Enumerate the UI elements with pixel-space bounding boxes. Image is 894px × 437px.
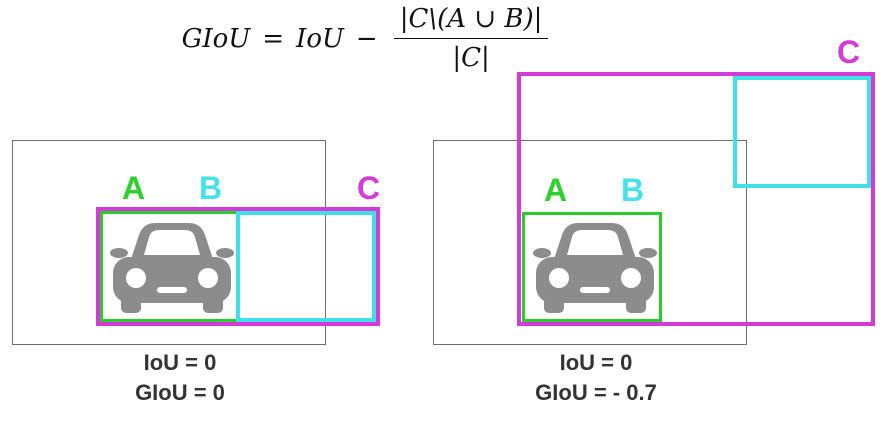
left-label-a: A bbox=[122, 170, 146, 206]
left-iou-value: IoU = 0 bbox=[143, 350, 217, 375]
left-box-c bbox=[96, 207, 380, 326]
giou-formula: GIoU = IoU − |C\(A ∪ B)| |C| bbox=[0, 4, 730, 73]
formula-denominator: |C| bbox=[452, 43, 490, 73]
formula-numerator: |C\(A ∪ B)| bbox=[393, 4, 549, 39]
left-image-frame bbox=[12, 140, 326, 345]
formula-equals: = bbox=[262, 23, 285, 54]
formula-lhs: GIoU bbox=[181, 23, 251, 54]
left-caption: IoU = 0 GIoU = 0 bbox=[60, 348, 300, 408]
right-label-c: C bbox=[837, 34, 861, 70]
right-box-a bbox=[522, 212, 662, 322]
right-label-b: B bbox=[621, 172, 645, 208]
right-iou-value: IoU = 0 bbox=[559, 350, 633, 375]
left-box-b bbox=[236, 211, 376, 322]
right-giou-value: GIoU = - 0.7 bbox=[535, 380, 657, 405]
right-image-frame bbox=[433, 140, 747, 345]
right-caption: IoU = 0 GIoU = - 0.7 bbox=[476, 348, 716, 408]
left-label-c: C bbox=[357, 170, 381, 206]
right-label-a: A bbox=[544, 172, 568, 208]
formula-fraction: |C\(A ∪ B)| |C| bbox=[393, 4, 549, 73]
right-box-b bbox=[733, 76, 871, 188]
car-icon bbox=[533, 223, 657, 313]
car-icon bbox=[110, 223, 234, 313]
left-label-b: B bbox=[199, 170, 223, 206]
left-giou-value: GIoU = 0 bbox=[135, 380, 225, 405]
right-box-c bbox=[517, 72, 875, 326]
formula-iou-term: IoU bbox=[296, 23, 344, 54]
formula-minus: − bbox=[355, 23, 378, 54]
